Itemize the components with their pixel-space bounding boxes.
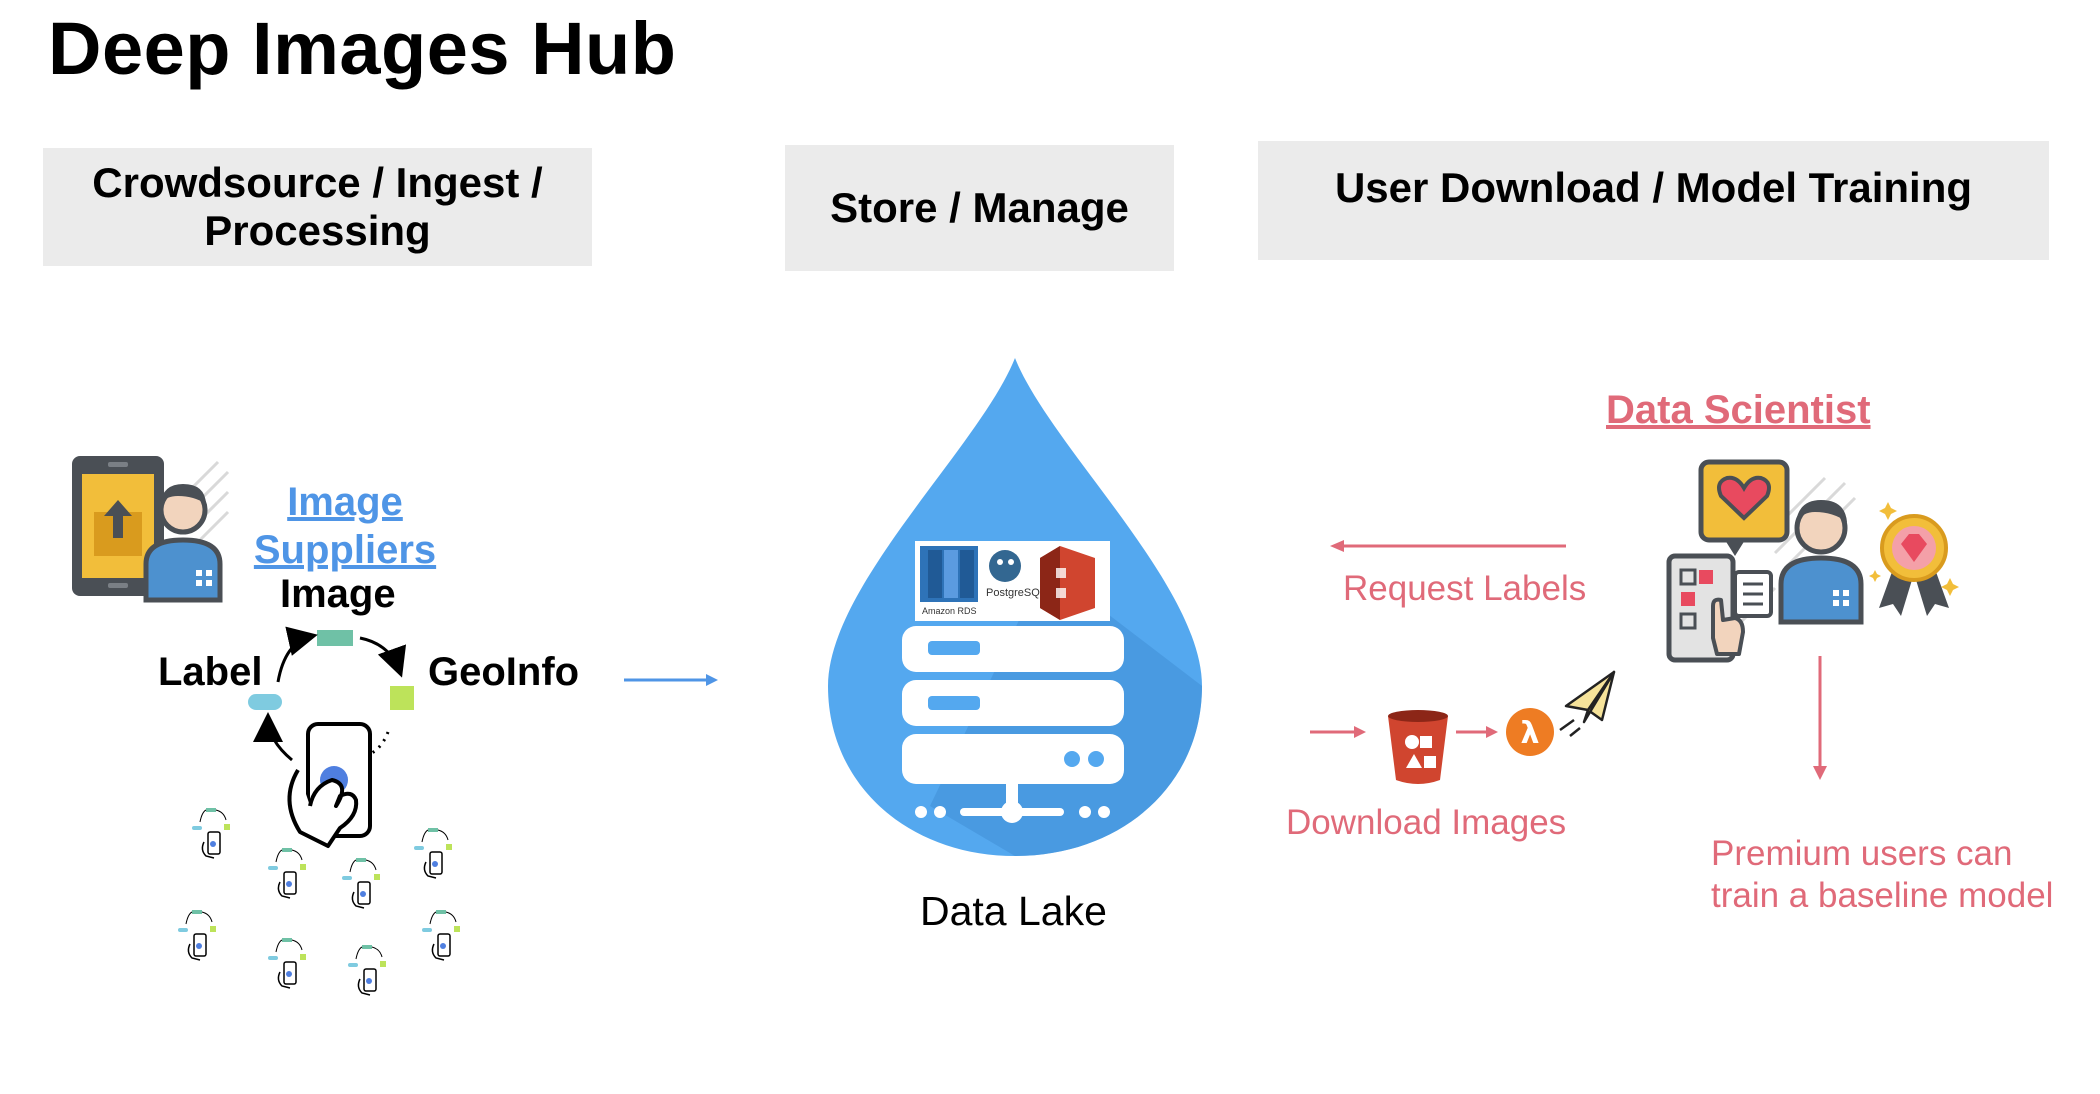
data-lake-icon: Amazon RDS PostgreSQL	[828, 358, 1202, 856]
geoinfo-tag-shape	[390, 686, 414, 710]
crowdsource-cycle-diagram	[248, 626, 414, 848]
server-unit-bottom	[902, 734, 1124, 784]
checklist-tablet-icon	[1666, 553, 1773, 663]
lambda-icon: λ	[1506, 708, 1554, 756]
premium-down-arrow	[1813, 656, 1827, 780]
rds-logo-label: Amazon RDS	[922, 606, 977, 616]
image-suppliers-link[interactable]: Image Suppliers	[245, 478, 445, 574]
upload-person-icon	[72, 456, 230, 603]
request-labels-arrow	[1330, 540, 1566, 552]
data-scientist-link[interactable]: Data Scientist	[1606, 388, 1871, 433]
label-tag-shape	[248, 694, 282, 710]
s3-bucket-icon	[1388, 710, 1448, 784]
premium-note-line1: Premium users can	[1711, 834, 2013, 873]
data-lake-caption: Data Lake	[920, 888, 1107, 934]
lambda-symbol: λ	[1521, 716, 1540, 751]
section-store-header: Store / Manage	[785, 145, 1174, 271]
page-title: Deep Images Hub	[48, 7, 677, 90]
database-logos: Amazon RDS PostgreSQL	[915, 541, 1110, 621]
crowd-phones-icon	[177, 807, 461, 996]
award-badge-icon	[1869, 502, 1959, 616]
paper-plane-icon	[1559, 670, 1616, 737]
heart-chat-icon	[1698, 459, 1790, 556]
data-scientist-label: Data Scientist	[1606, 388, 1871, 432]
image-tag-shape	[317, 630, 353, 646]
image-suppliers-label: Image Suppliers	[253, 480, 437, 572]
server-unit-top	[902, 626, 1124, 672]
premium-note-line2: train a baseline model	[1711, 876, 2054, 915]
section-download-label: User Download / Model Training	[1334, 164, 1973, 212]
section-ingest-label: Crowdsource / Ingest / Processing	[92, 158, 543, 254]
section-store-label: Store / Manage	[830, 183, 1129, 231]
section-ingest-header: Crowdsource / Ingest / Processing	[43, 148, 592, 266]
postgres-logo-label: PostgreSQL	[986, 587, 1046, 599]
server-unit-middle	[902, 680, 1124, 726]
data-scientist-icon	[1666, 459, 1959, 663]
cycle-geoinfo-label: GeoInfo	[428, 650, 580, 694]
scientist-person	[1778, 500, 1864, 625]
section-download-header: User Download / Model Training	[1258, 141, 2049, 260]
ingest-to-lake-arrow	[624, 674, 718, 686]
cycle-label-label: Label	[158, 650, 263, 694]
download-images-text: Download Images	[1286, 803, 1567, 842]
request-labels-text: Request Labels	[1343, 569, 1587, 608]
download-pipeline: λ	[1310, 670, 1616, 784]
cycle-image-label: Image	[280, 572, 396, 616]
